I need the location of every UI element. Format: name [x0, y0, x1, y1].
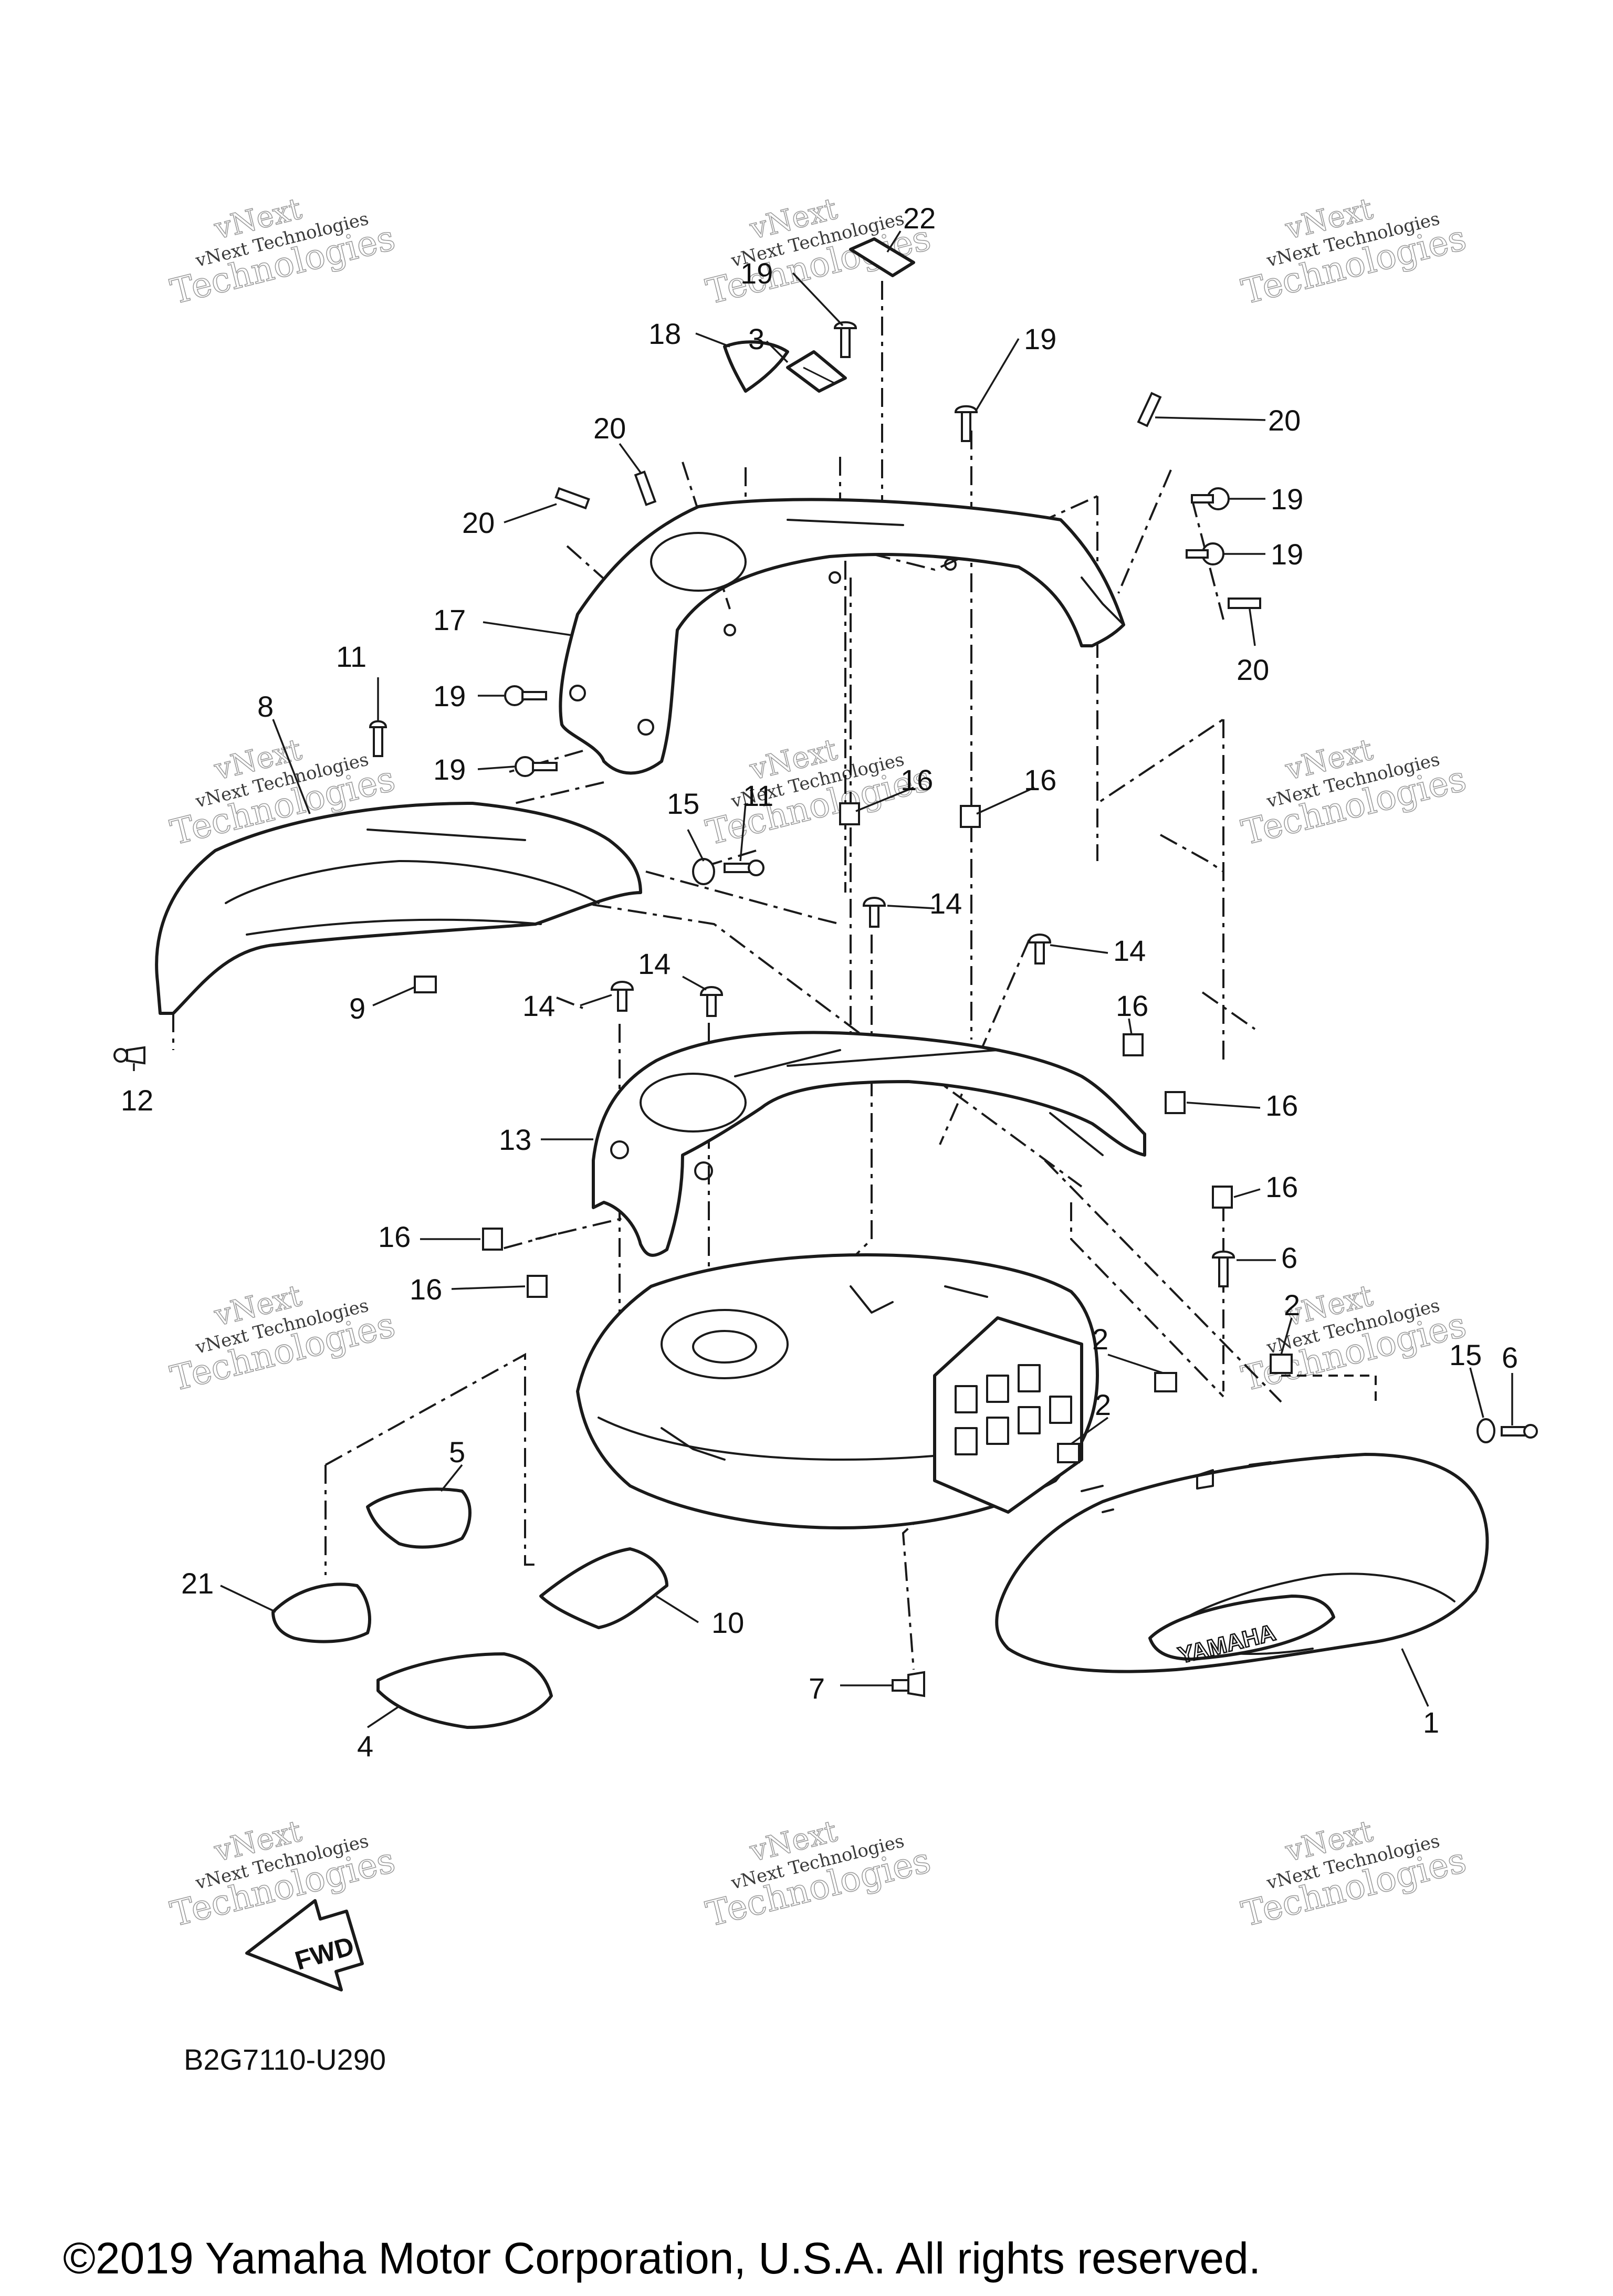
callout-14: 14 — [522, 989, 555, 1022]
callout-16: 16 — [1265, 1170, 1298, 1203]
callout-7: 7 — [809, 1672, 825, 1705]
callout-3: 3 — [748, 322, 764, 355]
watermark-bottom-right: vNext vNext Technologies Technologies — [1237, 1813, 1470, 1935]
watermark-lower-left: vNext vNext Technologies Technologies — [166, 1278, 399, 1399]
part-5-pad — [366, 1487, 472, 1549]
part-1-tank-cover: YAMAHA — [995, 1453, 1489, 1673]
part-22-plate — [849, 237, 915, 277]
callout-21: 21 — [181, 1567, 214, 1600]
fasteners — [113, 321, 1538, 1697]
callout-20: 20 — [1268, 404, 1301, 437]
callout-16: 16 — [378, 1220, 411, 1253]
forward-direction-arrow: FWD — [245, 1899, 364, 1991]
callout-5: 5 — [449, 1435, 465, 1469]
callout-15: 15 — [1449, 1338, 1482, 1371]
callout-9: 9 — [349, 992, 365, 1025]
copyright-notice: ©2019 Yamaha Motor Corporation, U.S.A. A… — [63, 2234, 1261, 2283]
callout-14: 14 — [929, 887, 962, 920]
part-8-side-cover — [155, 802, 642, 1015]
watermark-lower-right: vNext vNext Technologies Technologies — [1237, 1278, 1470, 1399]
callout-17: 17 — [433, 603, 466, 636]
callout-19: 19 — [740, 257, 773, 290]
part-17-upper-cover — [559, 498, 1125, 775]
callout-13: 13 — [499, 1123, 531, 1156]
callout-16: 16 — [1116, 989, 1148, 1022]
diagram-code: B2G7110-U290 — [184, 2043, 386, 2076]
watermark-bottom-center: vNext vNext Technologies Technologies — [701, 1813, 935, 1935]
callout-8: 8 — [257, 690, 274, 723]
callout-2: 2 — [1284, 1288, 1300, 1322]
callout-11: 11 — [336, 640, 366, 673]
callout-18: 18 — [648, 317, 681, 350]
callout-20: 20 — [593, 412, 626, 445]
callout-4: 4 — [357, 1729, 373, 1763]
callout-14: 14 — [1113, 934, 1146, 967]
callout-14: 14 — [638, 947, 671, 980]
watermark-mid-right: vNext vNext Technologies Technologies — [1237, 732, 1470, 853]
callout-labels: 22 19 3 18 19 20 20 20 19 19 17 20 11 8 … — [121, 202, 1518, 1763]
callout-19: 19 — [433, 753, 466, 786]
callout-6: 6 — [1502, 1341, 1518, 1374]
part-18-pad — [723, 340, 789, 393]
watermark-top-right: vNext vNext Technologies Technologies — [1237, 191, 1470, 312]
callout-12: 12 — [121, 1084, 153, 1117]
callout-19: 19 — [1271, 538, 1303, 571]
part-3-emblem — [786, 350, 847, 393]
watermark-bottom-left: vNext vNext Technologies Technologies — [166, 1813, 399, 1935]
fuel-tank-body — [576, 1253, 1099, 1529]
callout-16: 16 — [1265, 1089, 1298, 1122]
callout-15: 15 — [667, 787, 699, 820]
part-21-pad — [271, 1582, 371, 1643]
callout-16: 16 — [410, 1273, 442, 1306]
leader-lines — [133, 230, 1513, 1728]
part-4-pad — [376, 1652, 553, 1729]
callout-1: 1 — [1423, 1706, 1439, 1739]
callout-6: 6 — [1281, 1241, 1297, 1274]
watermark-top-left: vNext vNext Technologies Technologies — [166, 191, 399, 312]
callout-19: 19 — [1024, 322, 1056, 355]
callout-16: 16 — [1024, 763, 1056, 796]
callout-19: 19 — [1271, 483, 1303, 516]
callout-2: 2 — [1092, 1323, 1108, 1356]
part-10-pad — [539, 1547, 668, 1629]
callout-22: 22 — [903, 202, 936, 235]
callout-11: 11 — [743, 779, 773, 812]
watermark-mid-center: vNext vNext Technologies Technologies — [701, 732, 935, 853]
callout-2: 2 — [1095, 1388, 1111, 1421]
watermark-top-center: vNext vNext Technologies Technologies — [701, 191, 935, 312]
callout-20: 20 — [462, 506, 495, 539]
callout-20: 20 — [1237, 653, 1269, 686]
callout-10: 10 — [711, 1606, 744, 1639]
callout-19: 19 — [433, 679, 466, 712]
callout-16: 16 — [900, 763, 933, 796]
part-13-lower-cover — [592, 1031, 1146, 1257]
